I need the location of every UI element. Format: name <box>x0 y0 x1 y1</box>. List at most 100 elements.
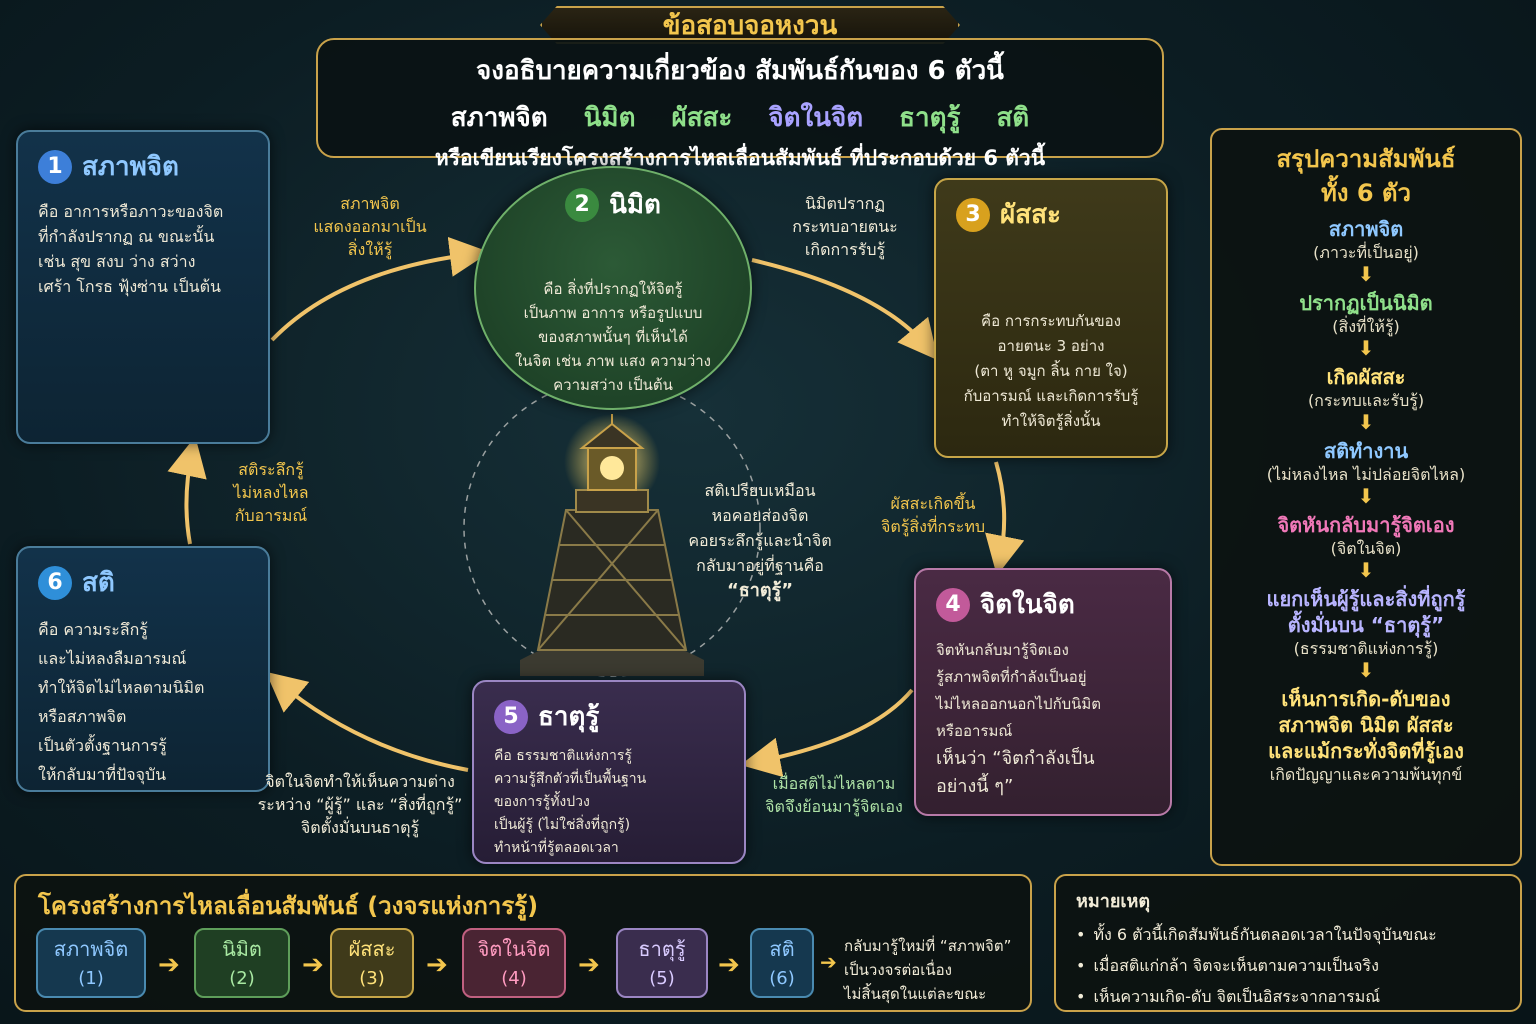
summary-title: สรุปความสัมพันธ์ ทั้ง 6 ตัว <box>1276 145 1456 207</box>
arrow-down-icon: ⬇ <box>1357 410 1375 434</box>
card-knowing-element: 5 ธาตุรู้ คือ ธรรมชาติแห่งการรู้ ความรู้… <box>472 680 746 864</box>
connector-3-4-label: ผัสสะเกิดขึ้นจิตรู้สิ่งที่กระทบ <box>880 494 986 536</box>
card-3-text: คือ การกระทบกันของ อายตนะ 3 อย่าง (ตา หู… <box>956 309 1146 434</box>
card-state-of-mind: 1 สภาพจิต คือ อาการหรือภาวะของจิต ที่กำล… <box>16 130 270 444</box>
summary-step-label: เกิดผัสสะ <box>1326 365 1406 389</box>
card-phassa: 3 ผัสสะ คือ การกระทบกันของ อายตนะ 3 อย่า… <box>934 178 1168 458</box>
term-1: สภาพจิต <box>450 103 548 133</box>
flow-step-1: สภาพจิต(1) <box>36 928 146 998</box>
arrow-down-icon: ⬇ <box>1357 558 1375 582</box>
lighthouse-icon <box>520 414 704 676</box>
card-5-line: คือ ธรรมชาติแห่งการรู้ <box>494 748 632 764</box>
card-5-title: 5 ธาตุรู้ <box>494 696 724 737</box>
card-4-number: 4 <box>936 587 970 622</box>
note-item: เห็นความเกิด-ดับ จิตเป็นอิสระจากอารมณ์ <box>1076 981 1500 1012</box>
card-3-title-text: ผัสสะ <box>1000 200 1061 230</box>
summary-step: ปรากฏเป็นนิมิต(สิ่งที่ให้รู้) <box>1212 290 1520 338</box>
flow-step-4: จิตในจิต(4) <box>462 928 566 998</box>
flow-arrow-icon: ➔ <box>158 950 180 980</box>
connector-1-2-label: สภาพจิตแสดงออกมาเป็นสิ่งให้รู้ <box>313 194 427 259</box>
summary-step: สภาพจิต(ภาวะที่เป็นอยู่) <box>1212 216 1520 264</box>
note-title: หมายเหตุ <box>1076 891 1151 912</box>
card-5-line: ความรู้สึกตัวที่เป็นพื้นฐาน <box>494 771 647 787</box>
card-5-line: ของการรู้ทั้งปวง <box>494 794 590 810</box>
card-3-line: อายตนะ 3 อย่าง <box>997 337 1105 355</box>
summary-step-label: ตั้งมั่นบน “ธาตุรู้” <box>1287 613 1445 637</box>
card-1-line: ที่กำลังปรากฏ ณ ขณะนั้น <box>38 227 215 246</box>
card-4-line: จิตหันกลับมารู้จิตเอง <box>936 641 1069 659</box>
card-1-line: เศร้า โกรธ ฟุ้งซ่าน เป็นต้น <box>38 277 221 296</box>
card-2-title-text: นิมิต <box>609 190 661 220</box>
arrow-5-to-6 <box>265 671 469 772</box>
card-1-number: 1 <box>38 149 72 184</box>
card-1-title: 1 สภาพจิต <box>38 146 248 187</box>
question-line-1: จงอธิบายความเกี่ยวข้อง สัมพันธ์กันของ 6 … <box>476 56 1004 86</box>
connector-4-5-label: เมื่อสติไม่ไหลตามจิตจึงย้อนมารู้จิตเอง <box>765 774 903 816</box>
note-item: เมื่อสติแก่กล้า จิตจะเห็นตามความเป็นจริง <box>1076 950 1500 981</box>
summary-step-sub: (ไม่หลงไหล ไม่ปล่อยจิตไหล) <box>1266 465 1466 484</box>
flow-arrow-icon: ➔ <box>820 950 837 974</box>
card-6-text: คือ ความระลึกรู้ และไม่หลงลืมอารมณ์ ทำให… <box>38 615 248 789</box>
question-terms: สภาพจิต นิมิต ผัสสะ จิตในจิต ธาตุรู้ สติ <box>318 97 1162 138</box>
card-2-number: 2 <box>565 187 600 222</box>
card-2-line: คือ สิ่งที่ปรากฏให้จิตรู้ <box>543 280 683 298</box>
summary-step-label: สติทำงาน <box>1323 439 1409 463</box>
card-1-text: คือ อาการหรือภาวะของจิต ที่กำลังปรากฏ ณ … <box>38 199 248 299</box>
summary-step-sub: (จิตในจิต) <box>1330 539 1402 558</box>
summary-step-label: และแม้กระทั่งจิตที่รู้เอง <box>1268 739 1464 763</box>
card-1-line: เช่น สุข สงบ ว่าง สว่าง <box>38 252 196 271</box>
card-5-text: คือ ธรรมชาติแห่งการรู้ ความรู้สึกตัวที่เ… <box>494 745 724 860</box>
card-mind-in-mind: 4 จิตในจิต จิตหันกลับมารู้จิตเอง รู้สภาพ… <box>914 568 1172 816</box>
exam-title-tag: ข้อสอบจอหงวน <box>540 6 960 44</box>
summary-step: แยกเห็นผู้รู้และสิ่งที่ถูกรู้ตั้งมั่นบน … <box>1212 586 1520 660</box>
card-1-title-text: สภาพจิต <box>82 152 179 182</box>
card-3-line: (ตา หู จมูก ลิ้น กาย ใจ) <box>974 362 1128 380</box>
arrow-1-to-2 <box>270 236 490 342</box>
card-3-line: ทำให้จิตรู้สิ่งนั้น <box>1001 412 1101 430</box>
card-2-line: ของสภาพนั้นๆ ที่เห็นได้ <box>538 328 688 346</box>
card-5-number: 5 <box>494 699 528 734</box>
summary-step: สติทำงาน (ไม่หลงไหล ไม่ปล่อยจิตไหล) <box>1212 438 1520 486</box>
connector-6-1-label: สติระลึกรู้ไม่หลงไหลกับอารมณ์ <box>233 460 309 525</box>
connector-5-6-label: จิตในจิตทำให้เห็นความต่างระหว่าง “ผู้รู้… <box>257 772 463 837</box>
card-4-quote: เห็นว่า “จิตกำลังเป็น <box>936 748 1095 769</box>
summary-step-label: สภาพจิต นิมิต ผัสสะ <box>1278 713 1454 737</box>
card-4-title-text: จิตในจิต <box>980 590 1075 620</box>
flow-arrow-icon: ➔ <box>578 950 600 980</box>
card-6-title-text: สติ <box>82 568 115 598</box>
term-3: ผัสสะ <box>671 103 733 133</box>
question-box: จงอธิบายความเกี่ยวข้อง สัมพันธ์กันของ 6 … <box>316 38 1164 170</box>
arrow-6-to-1 <box>167 436 207 545</box>
flow-structure-panel: โครงสร้างการไหลเลื่อนสัมพันธ์ (วงจรแห่งก… <box>14 874 1032 1012</box>
summary-step: เห็นการเกิด-ดับของสภาพจิต นิมิต ผัสสะและ… <box>1212 686 1520 786</box>
arrow-4-to-5 <box>740 688 914 778</box>
card-6-line: คือ ความระลึกรู้ <box>38 620 148 639</box>
arrow-down-icon: ⬇ <box>1357 336 1375 360</box>
connector-2-3-label: นิมิตปรากฏกระทบอายตนะเกิดการรับรู้ <box>792 194 898 259</box>
card-1-line: คือ อาการหรือภาวะของจิต <box>38 202 224 221</box>
term-6: สติ <box>996 103 1030 133</box>
flow-arrow-icon: ➔ <box>426 950 448 980</box>
summary-step: เกิดผัสสะ (กระทบและรับรู้) <box>1212 364 1520 412</box>
note-panel: หมายเหตุ ทั้ง 6 ตัวนี้เกิดสัมพันธ์กันตลอ… <box>1054 874 1522 1012</box>
summary-step-label: สภาพจิต <box>1328 217 1404 241</box>
card-mindfulness: 6 สติ คือ ความระลึกรู้ และไม่หลงลืมอารมณ… <box>16 546 270 792</box>
card-6-line: ทำให้จิตไม่ไหลตามนิมิต <box>38 678 205 697</box>
card-6-line: หรือสภาพจิต <box>38 707 127 726</box>
summary-step-sub: (ธรรมชาติแห่งการรู้) <box>1293 639 1439 658</box>
card-2-line: ความสว่าง เป็นต้น <box>553 376 673 394</box>
flow-step-6: สติ(6) <box>750 928 814 998</box>
card-3-line: คือ การกระทบกันของ <box>981 312 1121 330</box>
card-5-line: เป็นผู้รู้ (ไม่ใช่สิ่งที่ถูกรู้) <box>494 817 631 833</box>
summary-step-label: ปรากฏเป็นนิมิต <box>1299 291 1433 315</box>
question-line-3: หรือเขียนเรียงโครงสร้างการไหลเลื่อนสัมพั… <box>434 146 1046 170</box>
flow-arrow-icon: ➔ <box>718 950 740 980</box>
summary-step-sub: (กระทบและรับรู้) <box>1307 391 1425 410</box>
card-6-line: และไม่หลงลืมอารมณ์ <box>38 649 187 668</box>
term-5: ธาตุรู้ <box>899 103 961 133</box>
card-4-line: รู้สภาพจิตที่กำลังเป็นอยู่ <box>936 668 1087 686</box>
card-4-line: หรืออารมณ์ <box>936 722 1013 740</box>
card-4-quote: อย่างนี้ ๆ” <box>936 776 1014 797</box>
card-3-number: 3 <box>956 197 990 232</box>
note-item: ทั้ง 6 ตัวนี้เกิดสัมพันธ์กันตลอดเวลาในปั… <box>1076 919 1500 950</box>
